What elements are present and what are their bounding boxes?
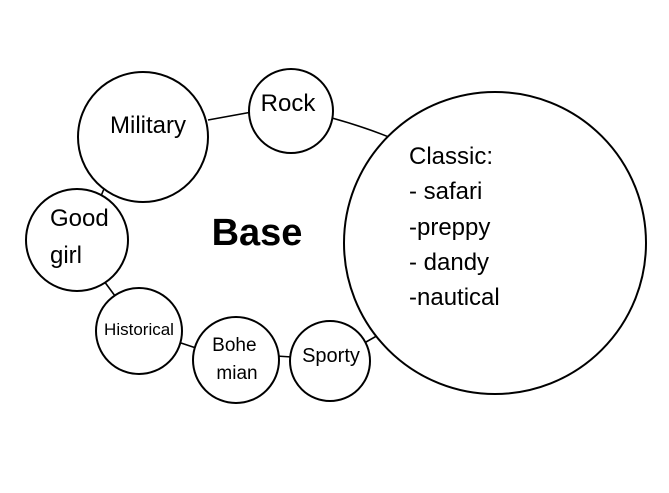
node-historical-line-1: Historical <box>104 320 174 339</box>
node-classic-circle <box>343 91 647 395</box>
node-sporty-label: Sporty <box>302 345 360 367</box>
node-rock-line-1: Rock <box>261 90 317 117</box>
node-sporty: Sporty <box>289 320 371 402</box>
node-military: Military <box>77 71 209 203</box>
node-military-label: Military <box>110 112 186 139</box>
node-sporty-circle <box>289 320 371 402</box>
connector-historical-bohemian <box>180 342 197 349</box>
node-good-girl-line-1: Good <box>50 205 109 232</box>
node-historical-circle <box>95 287 183 375</box>
node-bohemian-label: Bohe mian <box>212 335 262 384</box>
node-classic-line-4: - dandy <box>409 249 489 276</box>
node-rock-label: Rock <box>261 90 317 117</box>
center-label: Base <box>212 212 303 254</box>
node-classic: Classic: - safari -preppy - dandy -nauti… <box>343 91 647 395</box>
node-rock: Rock <box>248 68 334 154</box>
node-good-girl-label: Good girl <box>50 205 115 269</box>
node-military-circle <box>77 71 209 203</box>
node-sporty-line-1: Sporty <box>302 345 360 367</box>
connector-military-rock <box>207 111 253 121</box>
node-historical-label: Historical <box>104 320 174 339</box>
node-bohemian-line-1: Bohe <box>212 335 256 356</box>
node-bohemian-line-2: mian <box>216 363 257 384</box>
node-classic-line-1: Classic: <box>409 143 493 170</box>
node-historical: Historical <box>95 287 183 375</box>
node-classic-line-3: -preppy <box>409 214 490 241</box>
node-good-girl-circle <box>25 188 129 292</box>
node-good-girl-line-2: girl <box>50 242 82 269</box>
node-military-line-1: Military <box>110 112 186 139</box>
node-rock-circle <box>248 68 334 154</box>
node-bohemian: Bohe mian <box>192 316 280 404</box>
node-classic-label: Classic: - safari -preppy - dandy -nauti… <box>409 143 500 311</box>
node-bohemian-circle <box>192 316 280 404</box>
node-classic-line-5: -nautical <box>409 284 500 311</box>
node-good-girl: Good girl <box>25 188 129 292</box>
node-classic-line-2: - safari <box>409 178 482 205</box>
